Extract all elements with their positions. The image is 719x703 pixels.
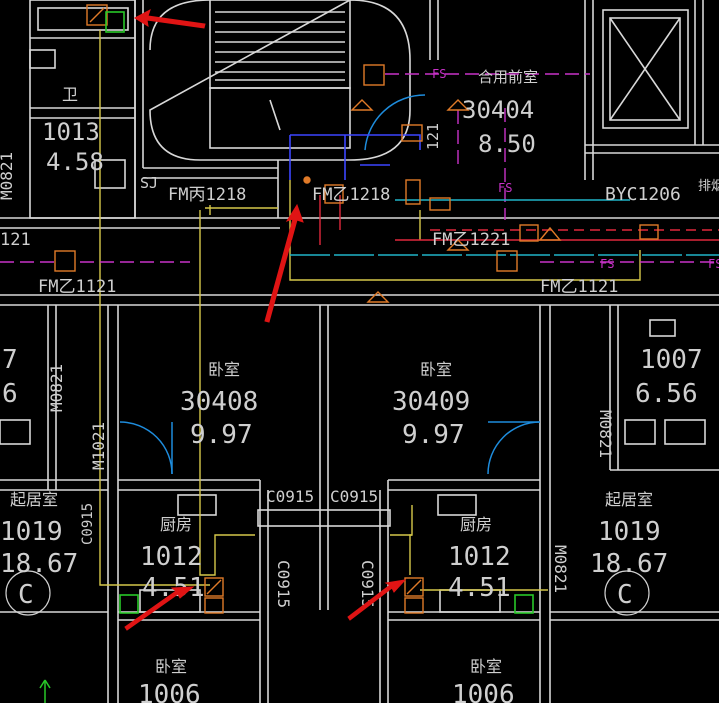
pipe-magenta: [0, 73, 719, 263]
door-label: FM乙1121: [38, 277, 116, 297]
door-swings: [119, 94, 541, 475]
room-number: 7: [2, 345, 18, 375]
fs-label: FS: [600, 257, 614, 271]
green-devices: [105, 11, 534, 614]
door-label: C0915: [358, 560, 377, 608]
door-label: FM乙1221: [432, 230, 510, 250]
door-label: M0821: [0, 152, 16, 200]
arrow-mid: [264, 203, 304, 323]
door-label: M0821: [47, 364, 66, 412]
room-number: 1012: [448, 542, 511, 572]
room-number: 1007: [640, 345, 703, 375]
room-number: 1013: [42, 118, 100, 146]
door-label: SJ: [140, 174, 158, 192]
axis-bubbles: [5, 570, 650, 616]
door-label: C0915: [330, 487, 378, 506]
door-label: M0821: [596, 410, 615, 458]
pipe-blue: [289, 134, 421, 180]
room-name: 合用前室: [478, 68, 538, 86]
room-name: 厨房: [160, 515, 192, 534]
door-label: C0915: [80, 503, 96, 545]
annotation-arrows: [124, 8, 407, 631]
room-name: 起居室: [10, 490, 58, 509]
room-area: 8.50: [478, 130, 536, 158]
room-area: 9.97: [190, 420, 253, 450]
room-number: 1006: [452, 680, 515, 703]
room-name: 卧室: [155, 657, 187, 676]
room-number: 1019: [0, 517, 63, 547]
room-name: 厨房: [460, 515, 492, 534]
plan-text: 合用前室 30404 8.50 卧室 30408 9.97 卧室 30409 9…: [0, 68, 719, 703]
door-label: C0915: [274, 560, 293, 608]
room-number: 30404: [462, 96, 534, 124]
door-label: BYC1206: [605, 184, 681, 205]
devices: [54, 4, 659, 614]
room-name: 起居室: [605, 490, 653, 509]
room-number: 1019: [598, 517, 661, 547]
door-label: FM乙1121: [540, 277, 618, 297]
door-label: 排烟: [698, 179, 719, 194]
room-name: 卧室: [470, 657, 502, 676]
room-area: 4.58: [46, 148, 104, 176]
room-name: 卫: [62, 85, 78, 104]
room-area: 9.97: [402, 420, 465, 450]
room-number: 30408: [180, 387, 258, 417]
room-name: 卧室: [208, 360, 240, 379]
pipe-cyan: [290, 199, 719, 256]
arrow-bottom-left: [124, 586, 195, 631]
door-label: FM丙1218: [168, 185, 246, 205]
fs-label: FS: [432, 67, 446, 81]
axis-label: C: [617, 580, 633, 610]
room-area: 18.67: [0, 549, 78, 579]
door-label: 121: [0, 230, 31, 250]
room-area: 4.51: [448, 573, 511, 603]
door-label: M0821: [551, 545, 570, 593]
pipe-yellow: [99, 30, 641, 591]
arrow-bottom-right: [347, 579, 407, 621]
room-number: 1012: [140, 542, 203, 572]
arrow-top: [133, 8, 206, 29]
north-arrow: [39, 679, 51, 703]
door-label: C0915: [266, 487, 314, 506]
door-label: FM乙1218: [312, 185, 390, 205]
room-area: 6.56: [635, 379, 698, 409]
door-label: 121: [424, 123, 442, 150]
axis-label: C: [18, 580, 34, 610]
door-label: M1021: [89, 422, 108, 470]
room-area: 6: [2, 379, 18, 409]
room-number: 1006: [138, 680, 201, 703]
room-area: 18.67: [590, 549, 668, 579]
room-name: 卧室: [420, 360, 452, 379]
room-number: 30409: [392, 387, 470, 417]
fs-label: FS: [498, 181, 512, 195]
fs-label: FS: [708, 257, 719, 271]
fs-labels: FS FS FS FS: [432, 67, 719, 271]
